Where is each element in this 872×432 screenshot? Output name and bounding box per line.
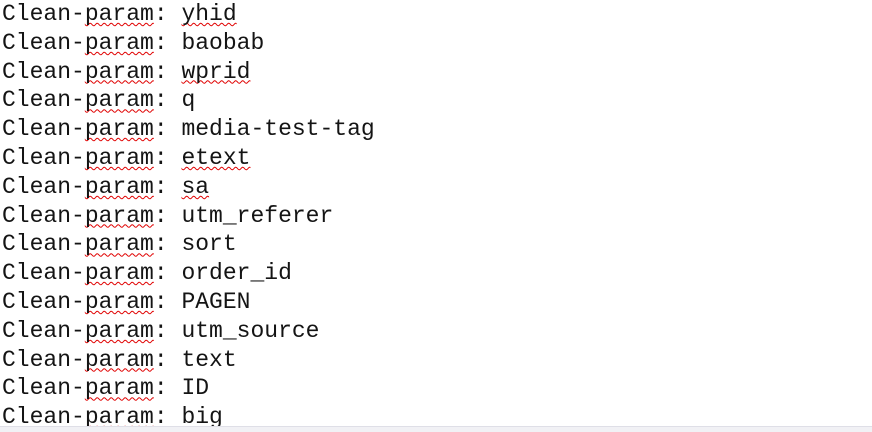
param-value-text: sort — [181, 231, 237, 258]
directive-separator: : — [153, 87, 182, 114]
param-value-text: q — [181, 87, 196, 114]
clean-param-line: Clean-param: ID — [2, 374, 872, 403]
directive-param-text: param — [84, 317, 154, 344]
clean-param-line: Clean-param: etext — [2, 144, 872, 173]
directive-separator: : — [153, 317, 182, 344]
directive-separator: : — [153, 202, 182, 229]
directive-prefix-text: Clean- — [2, 260, 85, 287]
directive-prefix-text: Clean- — [2, 202, 85, 229]
clean-param-line: Clean-param: media-test-tag — [2, 115, 872, 144]
directive-separator: : — [153, 375, 182, 402]
clean-param-line: Clean-param: big — [2, 403, 872, 432]
directive-param-text: param — [84, 288, 154, 315]
directive-param-text: param — [84, 1, 154, 27]
param-value-text: big — [181, 404, 223, 431]
param-value-text: utm_referer — [181, 202, 334, 229]
clean-param-line: Clean-param: wprid — [2, 58, 872, 87]
directive-prefix-text: Clean- — [2, 173, 85, 200]
directive-separator: : — [153, 260, 182, 287]
directive-param-text: param — [84, 116, 154, 143]
directive-param-text: param — [84, 144, 154, 171]
directive-prefix-text: Clean- — [2, 231, 85, 258]
directive-prefix-text: Clean- — [2, 317, 85, 344]
param-value-text: sa — [181, 173, 210, 200]
directive-separator: : — [153, 288, 182, 315]
horizontal-scrollbar-edge[interactable] — [0, 426, 872, 432]
param-value-text: wprid — [181, 58, 251, 85]
directive-param-text: param — [84, 58, 154, 85]
directive-param-text: param — [84, 346, 154, 373]
directive-prefix-text: Clean- — [2, 375, 85, 402]
directive-prefix-text: Clean- — [2, 1, 85, 27]
directive-separator: : — [153, 404, 182, 431]
param-value-text: etext — [181, 144, 251, 171]
directive-param-text: param — [84, 404, 154, 431]
param-value-text: PAGEN — [181, 288, 251, 315]
directive-separator: : — [153, 231, 182, 258]
param-value-text: order_id — [181, 260, 292, 287]
directive-param-text: param — [84, 231, 154, 258]
directive-prefix-text: Clean- — [2, 58, 85, 85]
clean-param-line: Clean-param: q — [2, 86, 872, 115]
directive-separator: : — [153, 116, 182, 143]
clean-param-line: Clean-param: sort — [2, 230, 872, 259]
directive-prefix-text: Clean- — [2, 346, 85, 373]
clean-param-line: Clean-param: utm_source — [2, 317, 872, 346]
directive-separator: : — [153, 346, 182, 373]
directive-param-text: param — [84, 260, 154, 287]
directive-separator: : — [153, 144, 182, 171]
clean-param-line: Clean-param: order_id — [2, 259, 872, 288]
param-value-text: text — [181, 346, 237, 373]
directive-separator: : — [153, 58, 182, 85]
param-value-text: media-test-tag — [181, 116, 375, 143]
directive-separator: : — [153, 1, 182, 27]
clean-param-line: Clean-param: utm_referer — [2, 202, 872, 231]
directive-prefix-text: Clean- — [2, 116, 85, 143]
directive-param-text: param — [84, 173, 154, 200]
clean-param-line: Clean-param: PAGEN — [2, 288, 872, 317]
directive-param-text: param — [84, 29, 154, 56]
directive-prefix-text: Clean- — [2, 87, 85, 114]
directive-param-text: param — [84, 87, 154, 114]
param-value-text: utm_source — [181, 317, 320, 344]
directive-prefix-text: Clean- — [2, 288, 85, 315]
directive-param-text: param — [84, 375, 154, 402]
clean-param-line: Clean-param: baobab — [2, 29, 872, 58]
directive-prefix-text: Clean- — [2, 29, 85, 56]
clean-param-line: Clean-param: sa — [2, 173, 872, 202]
param-value-text: baobab — [181, 29, 265, 56]
clean-param-line: Clean-param: text — [2, 346, 872, 375]
directive-prefix-text: Clean- — [2, 404, 85, 431]
directive-separator: : — [153, 29, 182, 56]
param-value-text: yhid — [181, 1, 237, 27]
directive-separator: : — [153, 173, 182, 200]
directive-prefix-text: Clean- — [2, 144, 85, 171]
param-value-text: ID — [181, 375, 210, 402]
clean-param-line: Clean-param: yhid — [2, 0, 872, 29]
directive-param-text: param — [84, 202, 154, 229]
